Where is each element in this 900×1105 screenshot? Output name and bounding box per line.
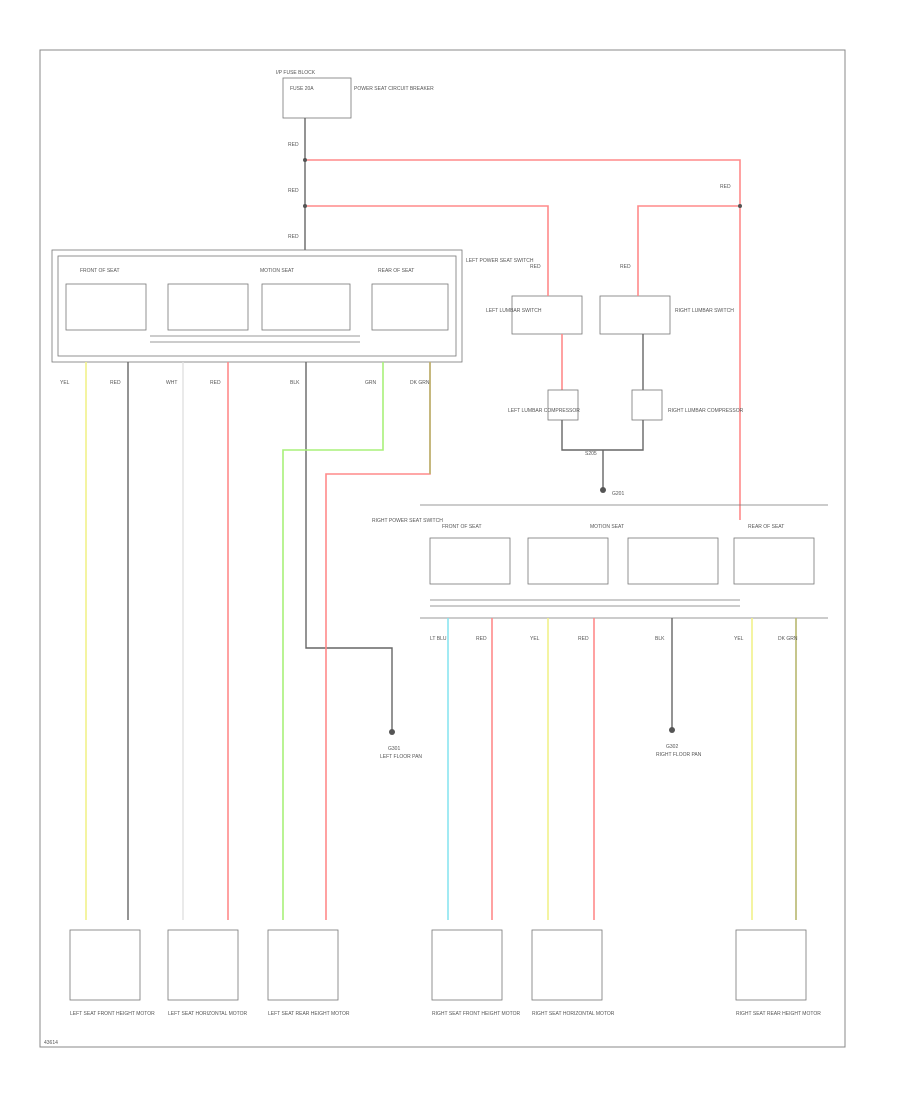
svg-text:RIGHT SEAT REAR HEIGHT MOTOR: RIGHT SEAT REAR HEIGHT MOTOR <box>736 1011 821 1017</box>
motor-left-rear: LEFT SEAT REAR HEIGHT MOTOR <box>267 929 350 1017</box>
svg-text:LEFT SEAT FRONT HEIGHT MOTOR: LEFT SEAT FRONT HEIGHT MOTOR <box>70 1011 155 1017</box>
svg-text:RED: RED <box>288 142 299 148</box>
svg-text:LEFT SEAT REAR HEIGHT MOTOR: LEFT SEAT REAR HEIGHT MOTOR <box>268 1011 350 1017</box>
motor-left-horizontal: LEFT SEAT HORIZONTAL MOTOR <box>167 929 247 1017</box>
right-ground-label: G302 <box>666 744 678 750</box>
right-seat-wires: G302 RIGHT FLOOR PAN <box>447 618 797 920</box>
page-code: 43614 <box>44 1040 58 1046</box>
right-lumbar-motor-label: RIGHT LUMBAR COMPRESSOR <box>668 408 744 414</box>
fuse-block: I/P FUSE BLOCK FUSE 20A POWER SEAT CIRCU… <box>276 70 434 250</box>
svg-text:LT BLU: LT BLU <box>430 636 447 642</box>
fuse-block-title: I/P FUSE BLOCK <box>276 70 316 76</box>
svg-text:RED: RED <box>530 264 541 270</box>
svg-text:YEL: YEL <box>60 380 70 386</box>
right-motion-label: MOTION SEAT <box>590 524 624 530</box>
right-lumbar-switch-label: RIGHT LUMBAR SWITCH <box>675 308 734 314</box>
svg-text:BLK: BLK <box>290 380 300 386</box>
fuse-side-label: POWER SEAT CIRCUIT BREAKER <box>354 86 434 92</box>
svg-text:RED: RED <box>578 636 589 642</box>
svg-text:BLK: BLK <box>655 636 665 642</box>
right-ground-desc: RIGHT FLOOR PAN <box>656 752 702 758</box>
svg-text:DK GRN: DK GRN <box>410 380 430 386</box>
svg-text:RED: RED <box>720 184 731 190</box>
svg-text:RED: RED <box>476 636 487 642</box>
lumbar-splice-label: S205 <box>585 451 597 457</box>
svg-text:YEL: YEL <box>734 636 744 642</box>
left-rear-label: REAR OF SEAT <box>378 268 414 274</box>
power-feed-wires: RED RED RED <box>303 158 742 520</box>
left-ground-desc: LEFT FLOOR PAN <box>380 754 422 760</box>
left-motion-label: MOTION SEAT <box>260 268 294 274</box>
left-lumbar-motor-label: LEFT LUMBAR COMPRESSOR <box>508 408 580 414</box>
svg-text:RED: RED <box>110 380 121 386</box>
svg-text:RED: RED <box>288 234 299 240</box>
svg-text:RIGHT SEAT FRONT HEIGHT MOTOR: RIGHT SEAT FRONT HEIGHT MOTOR <box>432 1011 520 1017</box>
diagram-border <box>39 49 846 1048</box>
svg-text:GRN: GRN <box>365 380 377 386</box>
left-power-seat-switch: LEFT POWER SEAT SWITCH FRONT OF SEAT MOT… <box>51 249 534 363</box>
seat-motors: LEFT SEAT FRONT HEIGHT MOTOR LEFT SEAT H… <box>69 929 821 1017</box>
lumbar-ground-label: G201 <box>612 491 624 497</box>
svg-text:RED: RED <box>210 380 221 386</box>
motor-right-front: RIGHT SEAT FRONT HEIGHT MOTOR <box>431 929 520 1017</box>
svg-text:RED: RED <box>620 264 631 270</box>
svg-text:DK GRN: DK GRN <box>778 636 798 642</box>
left-ground-label: G301 <box>388 746 400 752</box>
right-power-seat-switch: RIGHT POWER SEAT SWITCH FRONT OF SEAT MO… <box>372 504 828 619</box>
left-lumbar-switch-label: LEFT LUMBAR SWITCH <box>486 308 542 314</box>
right-front-label: FRONT OF SEAT <box>442 524 482 530</box>
svg-text:YEL: YEL <box>530 636 540 642</box>
svg-text:RIGHT SEAT HORIZONTAL MOTOR: RIGHT SEAT HORIZONTAL MOTOR <box>532 1011 615 1017</box>
fuse-inner-label: FUSE 20A <box>290 86 314 92</box>
motor-left-front: LEFT SEAT FRONT HEIGHT MOTOR <box>69 929 155 1017</box>
svg-text:WHT: WHT <box>166 380 177 386</box>
left-front-label: FRONT OF SEAT <box>80 268 120 274</box>
left-switch-label: LEFT POWER SEAT SWITCH <box>466 258 534 264</box>
right-switch-label: RIGHT POWER SEAT SWITCH <box>372 518 443 524</box>
wire-color-labels: YEL RED WHT RED BLK GRN DK GRN LT BLU RE… <box>60 380 798 642</box>
right-rear-label: REAR OF SEAT <box>748 524 784 530</box>
motor-right-rear: RIGHT SEAT REAR HEIGHT MOTOR <box>735 929 821 1017</box>
motor-right-horizontal: RIGHT SEAT HORIZONTAL MOTOR <box>531 929 615 1017</box>
left-seat-wires: G301 LEFT FLOOR PAN <box>85 362 431 920</box>
lumbar-switches: LEFT LUMBAR SWITCH RIGHT LUMBAR SWITCH L… <box>486 290 744 497</box>
svg-text:LEFT SEAT HORIZONTAL MOTOR: LEFT SEAT HORIZONTAL MOTOR <box>168 1011 247 1017</box>
svg-text:RED: RED <box>288 188 299 194</box>
